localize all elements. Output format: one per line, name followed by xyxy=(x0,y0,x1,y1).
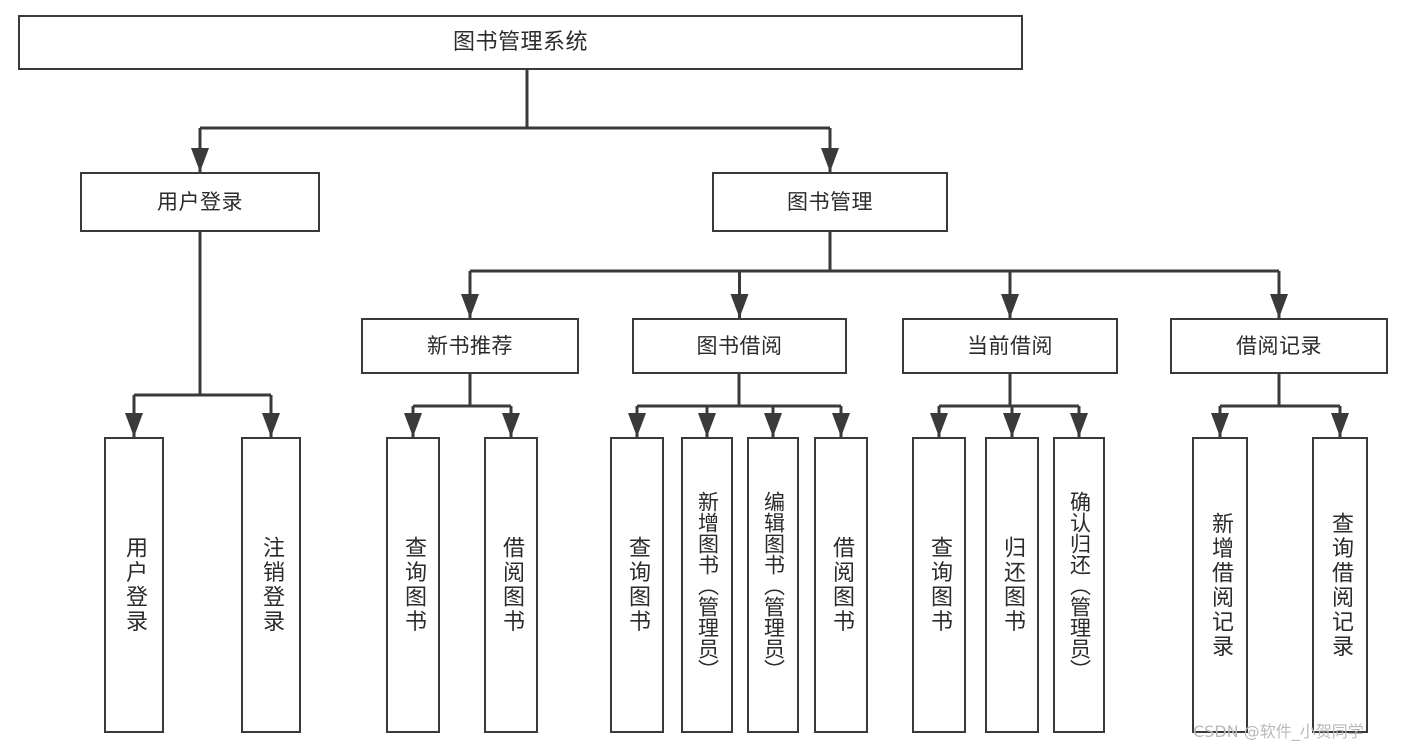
node-l13[interactable]: 查询借阅记录 xyxy=(1312,437,1368,733)
node-borrow[interactable]: 图书借阅 xyxy=(632,318,847,374)
arrowhead-icon xyxy=(730,294,749,318)
node-l4[interactable]: 借阅图书 xyxy=(484,437,538,733)
arrowhead-icon xyxy=(1270,294,1288,318)
node-l7[interactable]: 编辑图书（管理员） xyxy=(747,437,799,733)
node-l5[interactable]: 查询图书 xyxy=(610,437,664,733)
arrowhead-icon xyxy=(1331,413,1349,437)
arrowhead-icon xyxy=(1211,413,1229,437)
arrowhead-icon xyxy=(832,413,850,437)
arrowhead-icon xyxy=(262,413,280,437)
arrowhead-icon xyxy=(930,413,948,437)
arrowhead-icon xyxy=(461,294,479,318)
node-label: 图书借阅 xyxy=(696,333,783,358)
node-l11[interactable]: 确认归还（管理员） xyxy=(1053,437,1105,733)
node-label: 确认归还（管理员） xyxy=(1067,490,1092,680)
node-current[interactable]: 当前借阅 xyxy=(902,318,1118,374)
node-l12[interactable]: 新增借阅记录 xyxy=(1192,437,1248,733)
node-label: 借阅记录 xyxy=(1236,333,1322,358)
arrowhead-icon xyxy=(764,413,782,437)
node-label: 用户登录 xyxy=(157,189,243,214)
node-label: 查询借阅记录 xyxy=(1328,511,1353,659)
node-label: 新增图书（管理员） xyxy=(695,490,720,680)
node-label: 当前借阅 xyxy=(967,333,1053,358)
arrowhead-icon xyxy=(125,413,143,437)
node-label: 借阅图书 xyxy=(829,536,854,634)
arrowhead-icon xyxy=(404,413,422,437)
node-label: 归还图书 xyxy=(1000,536,1025,634)
node-label: 用户登录 xyxy=(122,536,147,634)
node-label: 注销登录 xyxy=(259,536,284,634)
node-l10[interactable]: 归还图书 xyxy=(985,437,1039,733)
node-l8[interactable]: 借阅图书 xyxy=(814,437,868,733)
node-login[interactable]: 用户登录 xyxy=(80,172,320,232)
node-label: 查询图书 xyxy=(625,536,650,634)
node-label: 新增借阅记录 xyxy=(1208,511,1233,659)
node-label: 编辑图书（管理员） xyxy=(761,490,786,680)
node-newbook[interactable]: 新书推荐 xyxy=(361,318,579,374)
node-label: 图书管理系统 xyxy=(452,29,588,55)
node-l9[interactable]: 查询图书 xyxy=(912,437,966,733)
arrowhead-icon xyxy=(821,148,839,172)
watermark-label: CSDN @软件_小贺同学 xyxy=(1193,722,1364,741)
node-label: 图书管理 xyxy=(787,189,873,214)
node-l1[interactable]: 用户登录 xyxy=(104,437,164,733)
node-label: 查询图书 xyxy=(401,536,426,634)
node-root[interactable]: 图书管理系统 xyxy=(18,15,1023,70)
node-records[interactable]: 借阅记录 xyxy=(1170,318,1388,374)
arrowhead-icon xyxy=(628,413,646,437)
node-label: 新书推荐 xyxy=(427,333,513,358)
node-bookmgmt[interactable]: 图书管理 xyxy=(712,172,948,232)
arrowhead-icon xyxy=(502,413,520,437)
arrowhead-icon xyxy=(698,413,716,437)
arrowhead-icon xyxy=(1003,413,1021,437)
node-label: 借阅图书 xyxy=(499,536,524,634)
node-l3[interactable]: 查询图书 xyxy=(386,437,440,733)
arrowhead-icon xyxy=(1001,294,1019,318)
node-l6[interactable]: 新增图书（管理员） xyxy=(681,437,733,733)
node-label: 查询图书 xyxy=(927,536,952,634)
arrowhead-icon xyxy=(1070,413,1088,437)
arrowhead-icon xyxy=(191,148,209,172)
node-l2[interactable]: 注销登录 xyxy=(241,437,301,733)
